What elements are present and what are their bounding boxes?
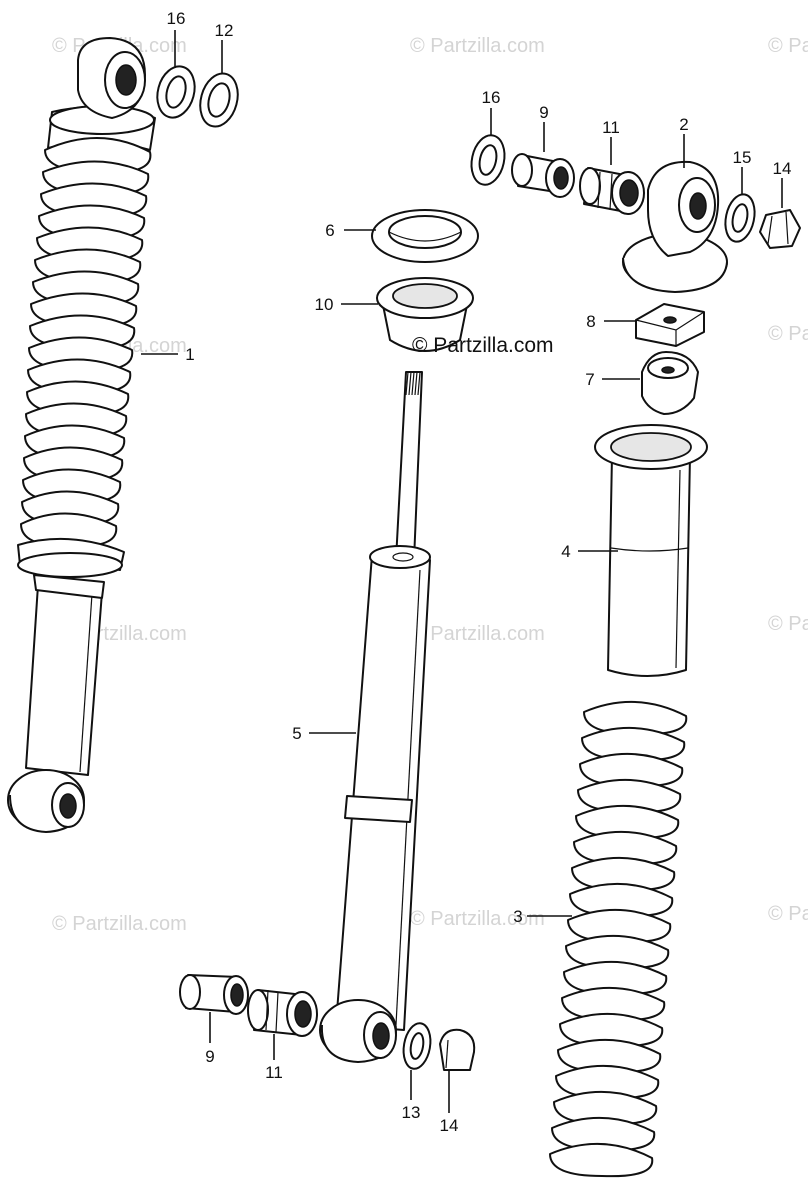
callout-10: 10: [315, 295, 334, 314]
part-5-damper: [319, 371, 431, 1063]
part-11-bushing-top: [579, 167, 645, 215]
watermark: © Partzilla.com: [410, 908, 545, 930]
callout-4: 4: [561, 542, 570, 561]
callout-9-top: 9: [539, 103, 548, 122]
watermark: © Partzilla.com: [768, 323, 808, 345]
part-1-shock-assembly: [7, 37, 156, 833]
callout-13: 13: [402, 1103, 421, 1122]
callout-16-left: 16: [167, 9, 186, 28]
callout-8: 8: [586, 312, 595, 331]
callout-2: 2: [679, 115, 688, 134]
callout-12: 12: [215, 21, 234, 40]
watermark: © Partzilla.com: [410, 623, 545, 645]
callout-3: 3: [513, 907, 522, 926]
watermark-center: © Partzilla.com: [412, 334, 554, 357]
part-8-plate: [635, 303, 705, 347]
part-16-washer-right: [470, 134, 506, 186]
callouts: 16 12 16 9 11 2 15 14 6 10 8 7 4 5 1 3 9…: [167, 9, 792, 1135]
callout-5: 5: [292, 724, 301, 743]
part-4-cover-tube: [594, 424, 708, 677]
part-12-washer: [199, 72, 239, 128]
part-1-spring-coils: [20, 137, 152, 548]
callout-1: 1: [185, 345, 194, 364]
part-11-bushing-bottom: [247, 989, 318, 1037]
watermark: © Partzilla.com: [768, 903, 808, 925]
watermark: © Partzilla.com: [52, 913, 187, 935]
callout-14-top: 14: [773, 159, 792, 178]
callout-16-right: 16: [482, 88, 501, 107]
part-6-spring-cap: [371, 209, 479, 263]
part-7-bump-stop: [641, 351, 699, 415]
part-9-bushing-top: [511, 153, 575, 198]
callout-9-bottom: 9: [205, 1047, 214, 1066]
part-16-washer-left: [156, 65, 196, 119]
watermark: © Partzilla.com: [768, 613, 808, 635]
callout-6: 6: [325, 221, 334, 240]
part-3-spring: [549, 700, 688, 1178]
part-10-cup: [376, 277, 474, 352]
callout-14-bottom: 14: [440, 1116, 459, 1135]
part-15-washer: [724, 193, 756, 243]
part-13-washer: [402, 1022, 432, 1070]
part-14-nut-top: [759, 209, 801, 249]
callout-7: 7: [585, 370, 594, 389]
watermark: © Partzilla.com: [410, 35, 545, 57]
watermark: © Partzilla.com: [768, 35, 808, 57]
callout-15: 15: [733, 148, 752, 167]
part-2-upper-mount: [622, 160, 728, 293]
part-14-nut-bottom: [439, 1028, 476, 1071]
part-9-bushing-bottom: [179, 974, 249, 1015]
callout-11-bottom: 11: [265, 1063, 283, 1082]
leader-lines: [141, 30, 783, 1113]
callout-11-top: 11: [602, 118, 620, 137]
